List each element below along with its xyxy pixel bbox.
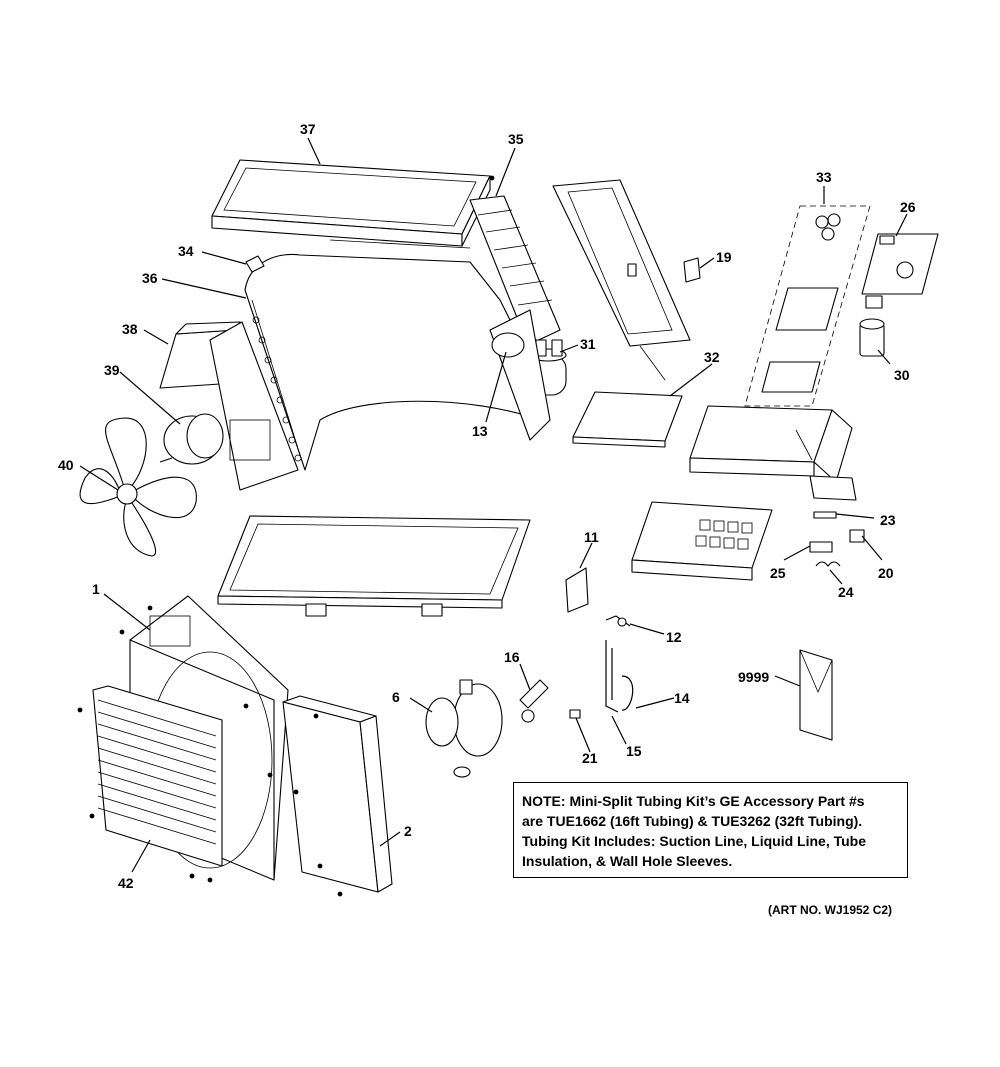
base-pan: [217, 515, 531, 617]
motor-mount-bracket: [209, 321, 299, 491]
label-39: 39: [104, 362, 120, 378]
label-30: 30: [894, 367, 910, 383]
part-19-small-part: [683, 257, 701, 283]
label-42: 42: [118, 875, 134, 891]
label-13: 13: [472, 423, 488, 439]
label-38: 38: [122, 321, 138, 337]
part-21-fitting: [569, 709, 581, 719]
label-23: 23: [880, 512, 896, 528]
part-labels: 37 35 33 26 34 19 36 38 31 30 32 39 13 4…: [58, 121, 916, 891]
label-2: 2: [404, 823, 412, 839]
part-26-circuit-board: [861, 233, 939, 295]
label-19: 19: [716, 249, 732, 265]
part-37-top-cover: [211, 159, 491, 247]
label-25: 25: [770, 565, 786, 581]
label-1: 1: [92, 581, 100, 597]
part-14-tubing: [621, 675, 634, 711]
part-35-condenser-coil: [469, 175, 561, 346]
part-34-clip: [245, 255, 265, 273]
label-36: 36: [142, 270, 158, 286]
leader-lines: [79, 137, 908, 873]
part-36-coil-panel: [244, 239, 541, 471]
part-6-compressor: [425, 679, 503, 778]
part-16-valve: [519, 679, 549, 723]
part-39-fan-motor: [159, 413, 224, 465]
part-15-tubing: [605, 640, 619, 713]
label-11: 11: [584, 529, 599, 545]
part-42-grille: [92, 685, 223, 867]
side-panel-upper: [552, 179, 691, 381]
part-11-plate: [565, 567, 589, 613]
part-9999-manual: [799, 649, 833, 741]
note-text: NOTE: Mini-Split Tubing Kit’s GE Accesso…: [522, 793, 867, 869]
control-box: [689, 405, 857, 501]
part-32-partition-panel: [572, 391, 683, 448]
note-box: NOTE: Mini-Split Tubing Kit’s GE Accesso…: [513, 782, 908, 878]
part-33-control-board-assembly: [744, 205, 871, 407]
electrical-box-tray: [631, 501, 773, 581]
label-6: 6: [392, 689, 400, 705]
part-2-side-panel: [282, 695, 393, 893]
label-37: 37: [300, 121, 316, 137]
label-34: 34: [178, 243, 194, 259]
label-32: 32: [704, 349, 720, 365]
part-25-clamp: [809, 541, 833, 553]
label-16: 16: [504, 649, 520, 665]
label-20: 20: [878, 565, 894, 581]
label-24: 24: [838, 584, 854, 600]
part-20-terminal-block: [849, 529, 865, 543]
part-30-reactor: [859, 295, 885, 357]
label-35: 35: [508, 131, 524, 147]
part-40-fan-blade: [79, 417, 197, 557]
label-33: 33: [816, 169, 832, 185]
label-12: 12: [666, 629, 682, 645]
label-21: 21: [582, 750, 598, 766]
part-23-strip: [813, 511, 837, 519]
part-12-valve: [605, 615, 631, 627]
label-15: 15: [626, 743, 642, 759]
label-26: 26: [900, 199, 916, 215]
art-number: (ART NO. WJ1952 C2): [768, 903, 893, 917]
label-9999: 9999: [738, 669, 769, 685]
label-31: 31: [580, 336, 596, 352]
label-14: 14: [674, 690, 690, 706]
label-40: 40: [58, 457, 74, 473]
screws: [77, 605, 343, 897]
part-24-clip: [815, 561, 841, 567]
part-13-capacitor-bracket: [489, 309, 551, 441]
